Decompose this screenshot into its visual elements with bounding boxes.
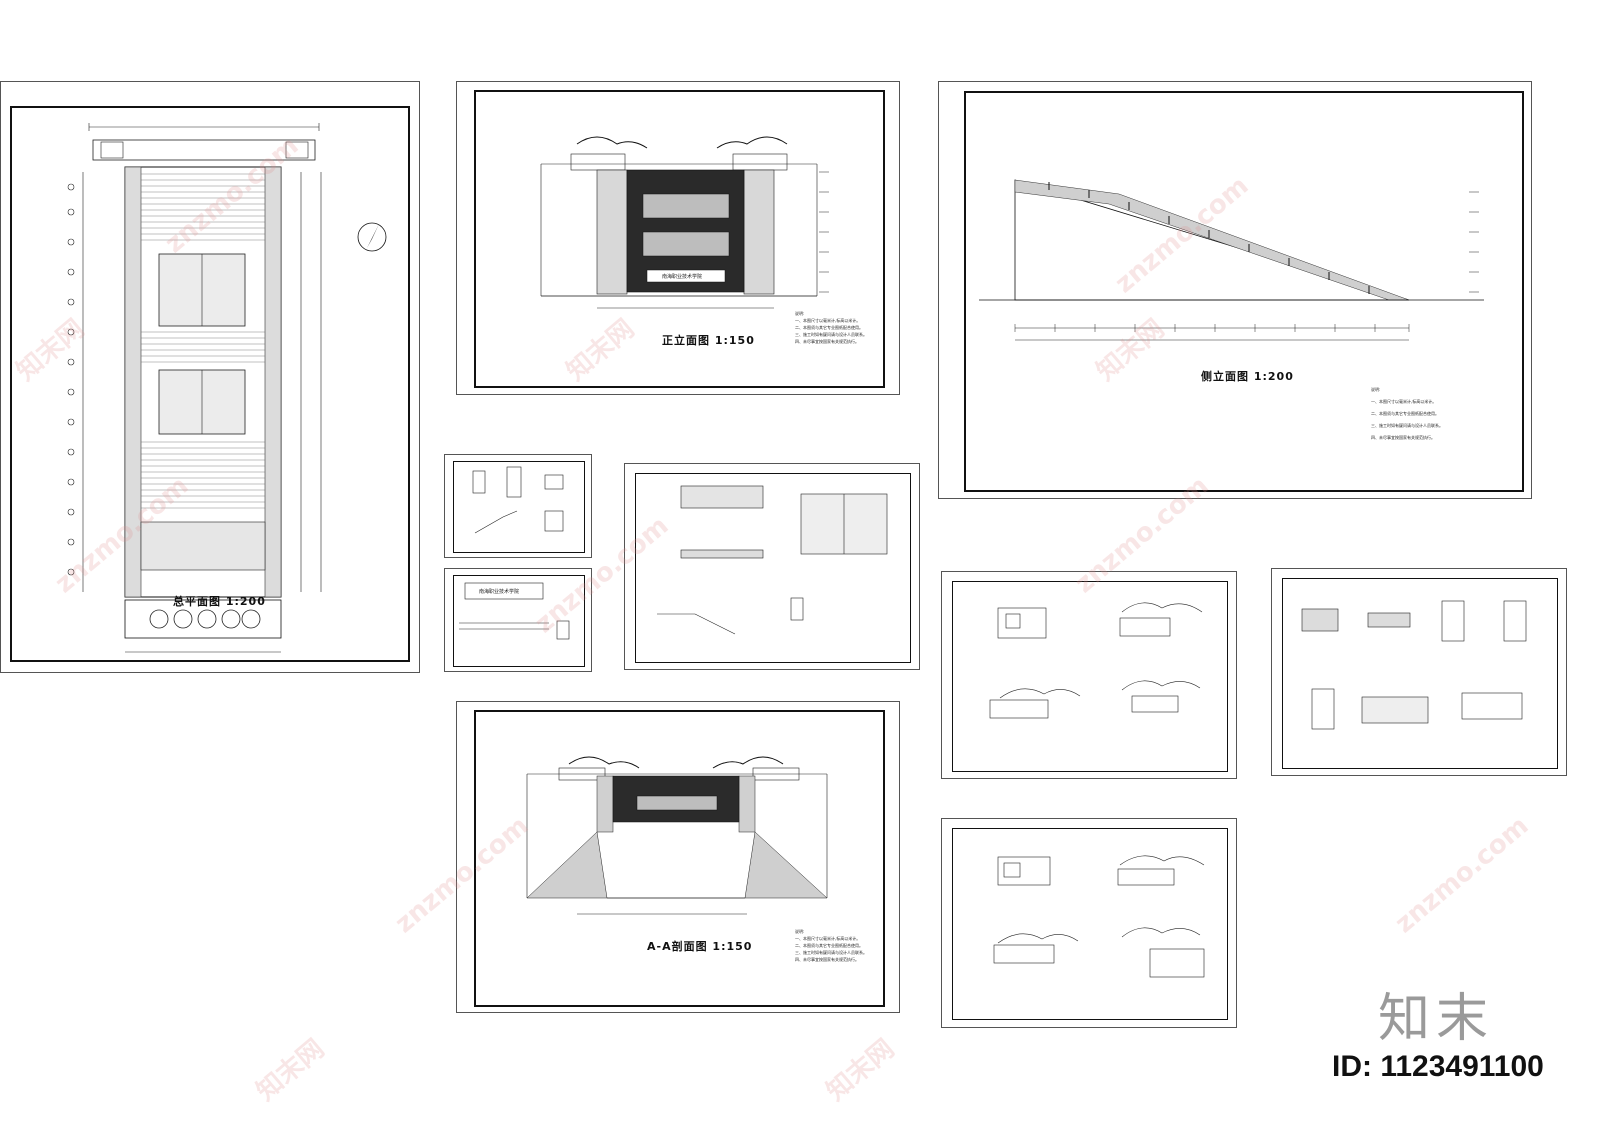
sheet-frame <box>952 581 1228 772</box>
front-plaque-text: 南海职业技术学院 <box>662 274 703 280</box>
asset-id: ID: 1123491100 <box>1332 1050 1544 1083</box>
side-notes: 说明: 一、本图尺寸以毫米计,标高以米计。 二、本图须与其它专业图纸配合使用。 … <box>1371 384 1443 444</box>
note-line: 二、本图须与其它专业图纸配合使用。 <box>795 325 863 330</box>
sheet-frame <box>453 575 585 667</box>
section-notes: 说明: 一、本图尺寸以毫米计,标高以米计。 二、本图须与其它专业图纸配合使用。 … <box>795 928 867 963</box>
guardhouse-b-drawing <box>993 855 1205 978</box>
note-line: 四、未尽事宜按国家有关规范执行。 <box>795 339 859 344</box>
sheet-section: A-A剖面图 1:150 说明: 一、本图尺寸以毫米计,标高以米计。 二、本图须… <box>456 701 900 1013</box>
guardhouse-a-drawing <box>989 602 1203 719</box>
sheet-guardhouse-a <box>941 571 1237 779</box>
front-elevation-drawing <box>540 136 829 309</box>
stair-hatching <box>141 173 265 509</box>
brand-logo: 知末 <box>1378 989 1495 1049</box>
sheet-frame <box>474 710 885 1007</box>
watermark: 知末网 <box>821 1033 901 1107</box>
side-elevation-drawing <box>979 179 1484 341</box>
detail-d-drawing <box>1301 600 1527 730</box>
north-arrow-icon <box>357 222 387 252</box>
note-line: 二、本图须与其它专业图纸配合使用。 <box>1371 411 1439 416</box>
sheet-frame <box>952 828 1228 1020</box>
note-line: 四、未尽事宜按国家有关规范执行。 <box>795 957 859 962</box>
left-axis-markers <box>67 172 322 592</box>
sheet-frame <box>474 90 885 388</box>
sheet-detail-d <box>1271 568 1567 776</box>
entrance-planters <box>149 609 261 629</box>
sheet-frame <box>635 473 911 663</box>
sheet-detail-a <box>444 454 592 558</box>
sheet-guardhouse-b <box>941 818 1237 1028</box>
front-elevation-title: 正立面图 1:150 <box>662 334 755 347</box>
detail-plaque-text: 南海职业技术学院 <box>479 589 520 595</box>
note-line: 二、本图须与其它专业图纸配合使用。 <box>795 943 863 948</box>
note-line: 一、本图尺寸以毫米计,标高以米计。 <box>795 936 861 941</box>
note-line: 三、施工时如有疑问请与设计人员联系。 <box>795 332 867 337</box>
note-line: 一、本图尺寸以毫米计,标高以米计。 <box>795 318 861 323</box>
sheet-detail-c <box>624 463 920 670</box>
sheet-front-elevation: 南海职业技术学院 正立面图 1:150 说明: 一、本图尺寸以毫米计,标高以米计… <box>456 81 900 395</box>
detail-b-drawing <box>459 582 570 640</box>
sheet-side-elevation: 侧立面图 1:200 说明: 一、本图尺寸以毫米计,标高以米计。 二、本图须与其… <box>938 81 1532 499</box>
note-line: 三、施工时如有疑问请与设计人员联系。 <box>795 950 867 955</box>
notes-heading: 说明: <box>795 311 805 316</box>
sheet-frame <box>10 106 410 662</box>
section-title: A-A剖面图 1:150 <box>647 940 753 953</box>
note-line: 一、本图尺寸以毫米计,标高以米计。 <box>1371 399 1437 404</box>
sheet-frame <box>964 91 1524 492</box>
watermark: 知末网 <box>251 1033 331 1107</box>
sheet-frame <box>453 461 585 553</box>
sheet-detail-b: 南海职业技术学院 <box>444 568 592 672</box>
note-line: 三、施工时如有疑问请与设计人员联系。 <box>1371 423 1443 428</box>
front-notes: 说明: 一、本图尺寸以毫米计,标高以米计。 二、本图须与其它专业图纸配合使用。 … <box>795 310 867 345</box>
notes-heading: 说明: <box>1371 387 1381 392</box>
detail-c-drawing <box>657 485 888 635</box>
notes-heading: 说明: <box>795 929 805 934</box>
site-plan-title: 总平面图 1:200 <box>173 595 266 608</box>
detail-a-drawing <box>472 466 564 534</box>
slope-posts <box>1048 182 1370 294</box>
sheet-frame <box>1282 578 1558 769</box>
note-line: 四、未尽事宜按国家有关规范执行。 <box>1371 435 1435 440</box>
site-plan-drawing <box>67 123 387 653</box>
sheet-site-plan: 总平面图 1:200 <box>0 81 420 673</box>
watermark: znzmo.com <box>1389 810 1535 940</box>
side-elevation-title: 侧立面图 1:200 <box>1201 370 1294 383</box>
section-drawing <box>526 756 828 915</box>
